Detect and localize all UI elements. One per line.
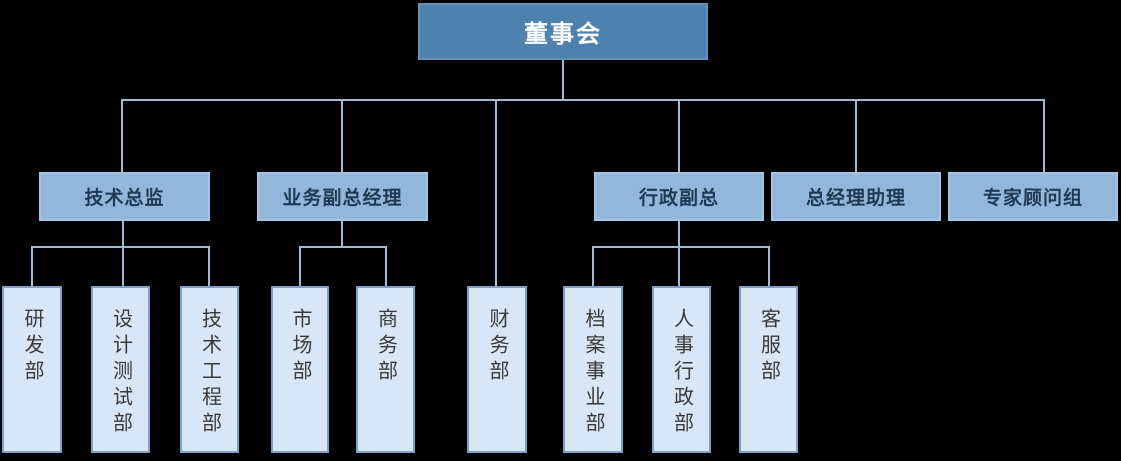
node-commerce-dept[interactable]: 商务部 bbox=[356, 286, 415, 453]
node-design-test-dept[interactable]: 设计测试部 bbox=[91, 286, 150, 453]
node-design-test-dept-label: 设计测试部 bbox=[109, 308, 132, 438]
node-business-deputy-gm[interactable]: 业务副总经理 bbox=[257, 172, 428, 221]
node-commerce-dept-label: 商务部 bbox=[374, 308, 397, 386]
node-marketing-dept[interactable]: 市场部 bbox=[271, 286, 329, 453]
node-tech-engineering-dept[interactable]: 技术工程部 bbox=[180, 286, 239, 453]
node-hr-admin-dept-label: 人事行政部 bbox=[670, 308, 693, 438]
node-expert-advisors[interactable]: 专家顾问组 bbox=[948, 172, 1118, 221]
node-archives-dept-label: 档案事业部 bbox=[582, 308, 604, 438]
node-rd-dept[interactable]: 研发部 bbox=[2, 286, 62, 453]
node-marketing-dept-label: 市场部 bbox=[289, 308, 311, 386]
node-archives-dept[interactable]: 档案事业部 bbox=[563, 286, 623, 453]
node-finance-dept-label: 财务部 bbox=[486, 308, 508, 386]
node-customer-service-dept-label: 客服部 bbox=[757, 308, 780, 386]
node-tech-director[interactable]: 技术总监 bbox=[39, 172, 210, 221]
node-rd-dept-label: 研发部 bbox=[21, 308, 43, 386]
node-board[interactable]: 董事会 bbox=[418, 3, 708, 60]
node-admin-deputy[interactable]: 行政副总 bbox=[594, 172, 764, 221]
node-hr-admin-dept[interactable]: 人事行政部 bbox=[652, 286, 711, 453]
node-finance-dept[interactable]: 财务部 bbox=[467, 286, 527, 453]
node-customer-service-dept[interactable]: 客服部 bbox=[739, 286, 798, 453]
node-tech-engineering-dept-label: 技术工程部 bbox=[198, 308, 221, 438]
node-gm-assistant[interactable]: 总经理助理 bbox=[771, 172, 941, 221]
